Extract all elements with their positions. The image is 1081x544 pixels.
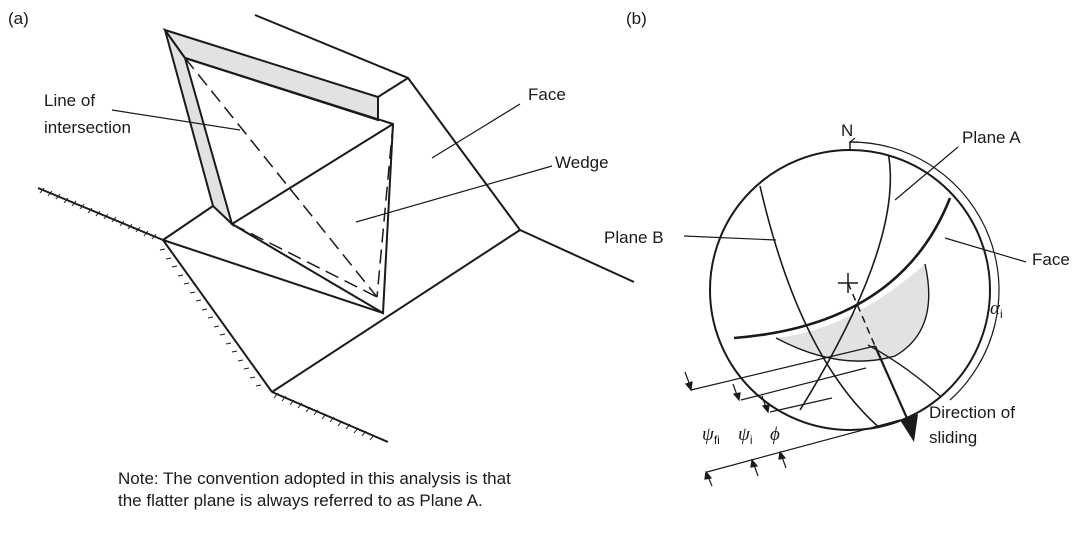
plane-b-label: Plane B — [604, 228, 664, 247]
direction-label-2: sliding — [929, 428, 977, 447]
direction-label-1: Direction of — [929, 403, 1015, 422]
shaded-stable-region — [776, 264, 929, 362]
north-label: N — [841, 121, 853, 140]
sliding-arrowhead — [900, 414, 918, 442]
convention-note: Note: The convention adopted in this ana… — [118, 469, 511, 510]
panel-a-leaders — [111, 103, 553, 223]
panel-b-tag: (b) — [626, 9, 647, 28]
alpha-symbol: αi — [990, 298, 1003, 321]
plane-a-label: Plane A — [962, 128, 1021, 147]
face-label-a: Face — [528, 85, 566, 104]
angle-measure-lines — [684, 345, 901, 487]
phi-symbol: ϕ — [770, 424, 780, 445]
line-of-intersection-label-2: intersection — [44, 118, 131, 137]
panel-b-leaders — [683, 146, 1027, 263]
wedge-hidden-edges — [184, 57, 394, 298]
panel-b: (b) — [604, 9, 1070, 487]
plane-a-great-circle — [799, 151, 892, 411]
panel-a-tag: (a) — [8, 9, 29, 28]
sliding-direction-line — [873, 345, 912, 426]
stereonet-circle — [709, 149, 991, 431]
wedge-outline — [184, 57, 395, 315]
face-label-b: Face — [1032, 250, 1070, 269]
psi-i-symbol: ψi — [738, 424, 752, 447]
panel-a: (a) — [8, 9, 635, 443]
alpha-arc — [849, 141, 1000, 401]
line-of-intersection-label-1: Line of — [44, 91, 95, 110]
wedge-label: Wedge — [555, 153, 609, 172]
ground-hatching — [37, 187, 389, 443]
friction-circle — [775, 263, 930, 362]
slope-outline — [162, 14, 635, 393]
plane-b-great-circle — [759, 185, 883, 430]
psi-fi-symbol: ψfi — [702, 424, 720, 447]
face-great-circle — [733, 197, 952, 340]
